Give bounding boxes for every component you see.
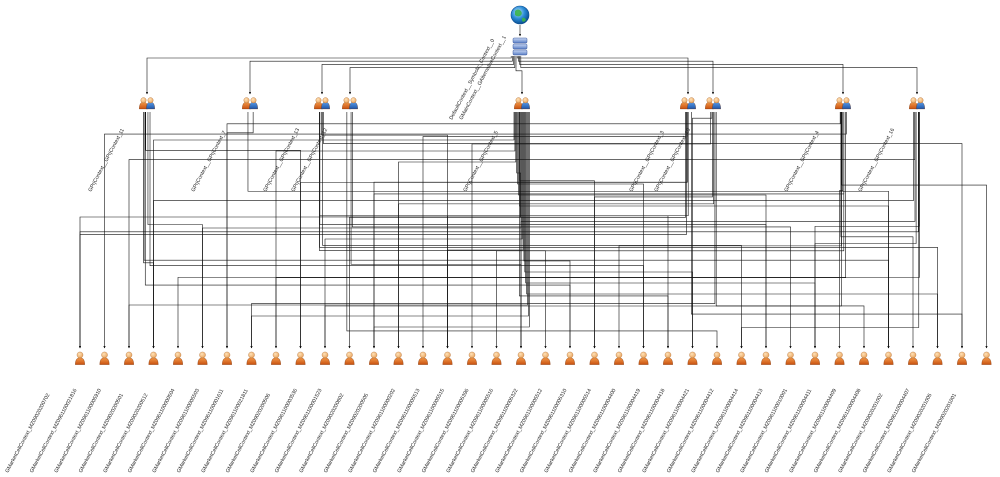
group-label: GPrjContext__GPrjContext_16	[857, 127, 896, 193]
user-icon[interactable]	[222, 351, 232, 365]
user-label: GMarketCellContext_MZ0961100000202	[347, 388, 397, 474]
user-icon[interactable]	[124, 351, 134, 365]
user-label: GMarketCellContext_MZ0961100004412	[666, 388, 716, 474]
user-icon[interactable]	[736, 351, 747, 365]
user-icon[interactable]	[589, 351, 600, 365]
user-icon[interactable]	[418, 351, 428, 365]
user-icon[interactable]	[491, 351, 502, 365]
server-label-secondary: GMainContext__GAlternativeContext__1	[458, 35, 507, 121]
user-label: GMarketCellContext_MZ0961100001611	[176, 388, 225, 474]
globe-icon	[510, 5, 530, 25]
user-icon[interactable]	[687, 351, 698, 365]
user-icon[interactable]	[467, 351, 477, 365]
user-label: GMarketCellContext_MZ09020201005	[886, 393, 933, 474]
group-label: GPrjContext__GPrjContext_4	[783, 130, 820, 193]
user-label: GMarketCellContext_MZ0961100004421	[641, 388, 691, 474]
user-icon[interactable]	[442, 351, 453, 365]
user-label: GMarketCellContext_MZ09020200802	[298, 393, 345, 474]
user-icon[interactable]	[344, 351, 355, 365]
user-group-icon[interactable]	[514, 97, 530, 110]
user-icon[interactable]	[638, 351, 649, 365]
user-label: GMarketCellContext_MZ0961100004400	[568, 388, 618, 474]
user-label: GMarketCellContext_MZ09020201001	[911, 393, 958, 474]
server-stack-icon	[512, 37, 528, 56]
user-label: GMarketCellContext_MZ0961100021811	[200, 388, 249, 474]
user-icon[interactable]	[834, 351, 845, 365]
user-label: GMarketCellContext_MZ0961100005503	[151, 388, 201, 474]
user-group-icon[interactable]	[242, 97, 258, 110]
user-group-icon[interactable]	[680, 97, 696, 110]
user-icon[interactable]	[957, 351, 967, 365]
user-icon[interactable]	[785, 351, 796, 365]
user-icon[interactable]	[565, 351, 575, 365]
user-label: GMarketCellContext_MZ0961100005910	[53, 388, 103, 474]
user-label: GMarketCellContext_MZ09020201002	[837, 393, 884, 474]
user-label: GMarketCellContext_MZ0961100005516	[445, 388, 495, 474]
user-label: GMarketCellContext_MZ09020200501	[78, 393, 125, 474]
user-label: GMarketCellContext_MZ0961100005310	[519, 388, 569, 474]
user-label: GMarketCellContext_MZ0961100005396	[421, 388, 471, 474]
user-label: GMarketCellContext_MZ09020200512	[102, 393, 149, 474]
user-label: GMarketCellContext_MZ09020200702	[4, 393, 51, 474]
user-icon[interactable]	[761, 351, 771, 365]
server-label: DefaultContext__Symbolic_Context__0	[448, 38, 496, 121]
user-label: GMarketCellContext_MZ0961100005515	[396, 388, 446, 474]
group-label: GPrjContext__GPrjContext_5	[462, 130, 499, 193]
user-icon[interactable]	[883, 351, 894, 365]
user-icon[interactable]	[320, 351, 330, 365]
user-label: GMarketCellContext_MZ0961100004413	[715, 388, 765, 474]
group-label: GPrjContext__GPrjContext_7	[190, 130, 227, 193]
user-icon[interactable]	[932, 351, 943, 365]
user-icon[interactable]	[663, 351, 673, 365]
user-icon[interactable]	[173, 351, 183, 365]
group-label: GPrjContext__GPrjContext_11	[87, 128, 125, 193]
user-icon[interactable]	[75, 351, 85, 365]
user-label: GMarketCellContext_MZ0961100005322	[470, 388, 520, 474]
user-label: GMarketCellContext_MZ0961100004414	[690, 388, 740, 474]
user-label: GMarketCellContext_MZ0961100004419	[592, 388, 642, 474]
user-icon[interactable]	[540, 351, 551, 365]
user-label: GMarketCellContext_MZ0961100003536	[249, 388, 299, 474]
user-group-icon[interactable]	[314, 97, 330, 110]
user-icon[interactable]	[516, 351, 526, 365]
user-label: GMarketCellContext_MZ0961100010001	[739, 388, 789, 474]
user-icon[interactable]	[810, 351, 820, 365]
user-label: GMarketCellContext_MZ0961100005512	[494, 388, 544, 474]
user-label: GMarketCellContext_MZ0961100021816	[29, 388, 79, 474]
user-label: GMarketCellContext_MZ0961100004411	[764, 388, 813, 474]
user-icon[interactable]	[908, 351, 918, 365]
user-icon[interactable]	[295, 351, 306, 365]
user-icon[interactable]	[369, 351, 379, 365]
connector-lines	[78, 25, 988, 349]
user-icon[interactable]	[197, 351, 208, 365]
user-icon[interactable]	[99, 351, 110, 365]
user-group-icon[interactable]	[835, 97, 851, 110]
user-icon[interactable]	[393, 351, 404, 365]
user-group-icon[interactable]	[139, 97, 155, 110]
user-label: GMarketCellContext_MZ0961100004408	[813, 388, 863, 474]
user-icon[interactable]	[981, 351, 992, 365]
user-icon[interactable]	[712, 351, 722, 365]
user-label: GMarketCellContext_MZ0961100001523	[274, 388, 324, 474]
user-group-icon[interactable]	[705, 97, 721, 110]
user-label: GMarketCellContext_MZ0961100000504	[127, 388, 177, 474]
user-label: GMarketCellContext_MZ0961100005514	[543, 388, 593, 474]
user-label: GMarketCellContext_MZ0961100004418	[617, 388, 667, 474]
user-icon[interactable]	[148, 351, 159, 365]
user-icon[interactable]	[859, 351, 869, 365]
user-label: GMarketCellContext_MZ0961100004409	[788, 388, 838, 474]
user-group-icon[interactable]	[342, 97, 358, 110]
user-label: GMarketCellContext_MZ09020200506	[225, 393, 272, 474]
user-icon[interactable]	[271, 351, 281, 365]
user-icon[interactable]	[246, 351, 257, 365]
user-label: GMarketCellContext_MZ0961100004407	[862, 388, 912, 474]
user-icon[interactable]	[614, 351, 624, 365]
user-label: GMarketCellContext_MZ09020200505	[323, 393, 370, 474]
user-label: GMarketCellContext_MZ0961100005513	[372, 388, 422, 474]
user-group-icon[interactable]	[909, 97, 925, 110]
